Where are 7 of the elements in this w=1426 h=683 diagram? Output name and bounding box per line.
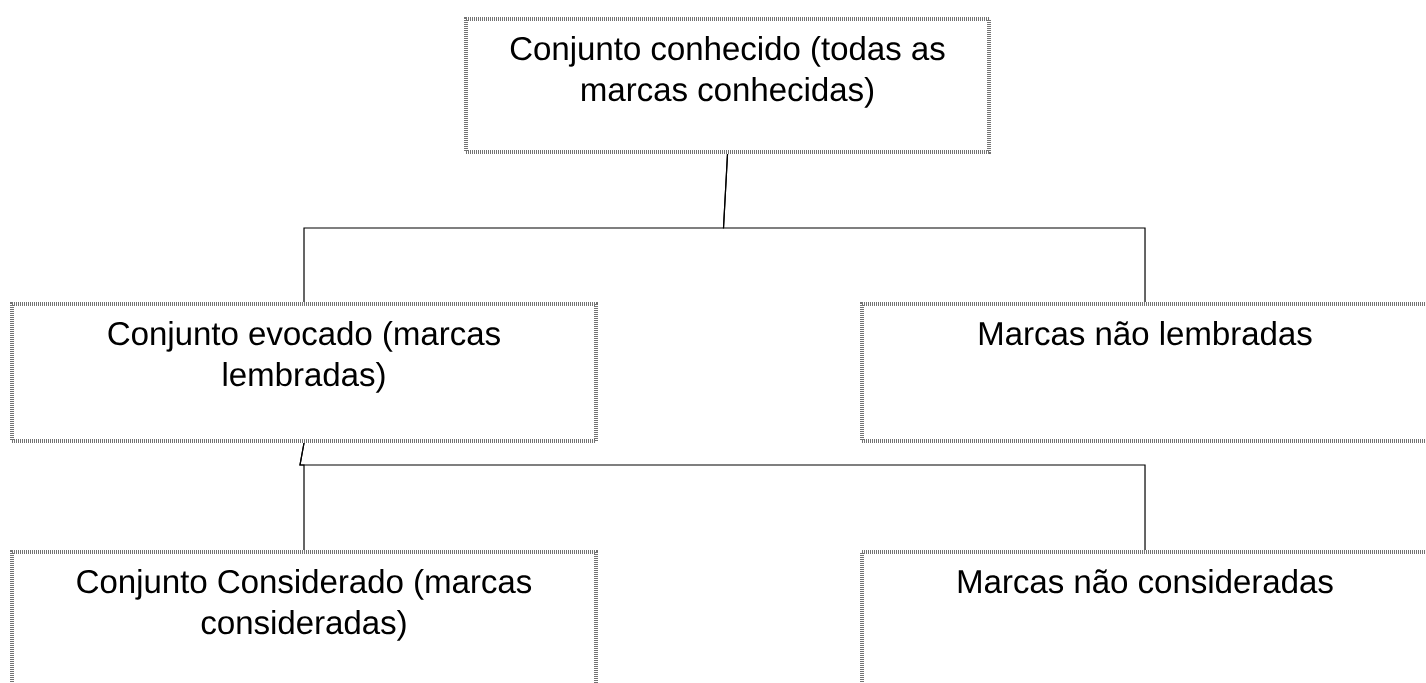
concept-box: Conjunto evocado (marcas lembradas) (10, 302, 598, 443)
concept-box: Marcas não lembradas (860, 302, 1426, 443)
connector-line (299, 442, 1146, 551)
concept-box: Marcas não consideradas (860, 550, 1426, 683)
connector-line (722, 153, 1146, 303)
concept-box: Conjunto conhecido (todas as marcas conhecidas) (464, 17, 991, 154)
concept-box: Conjunto Considerado (marcas consideradas) (10, 550, 598, 683)
